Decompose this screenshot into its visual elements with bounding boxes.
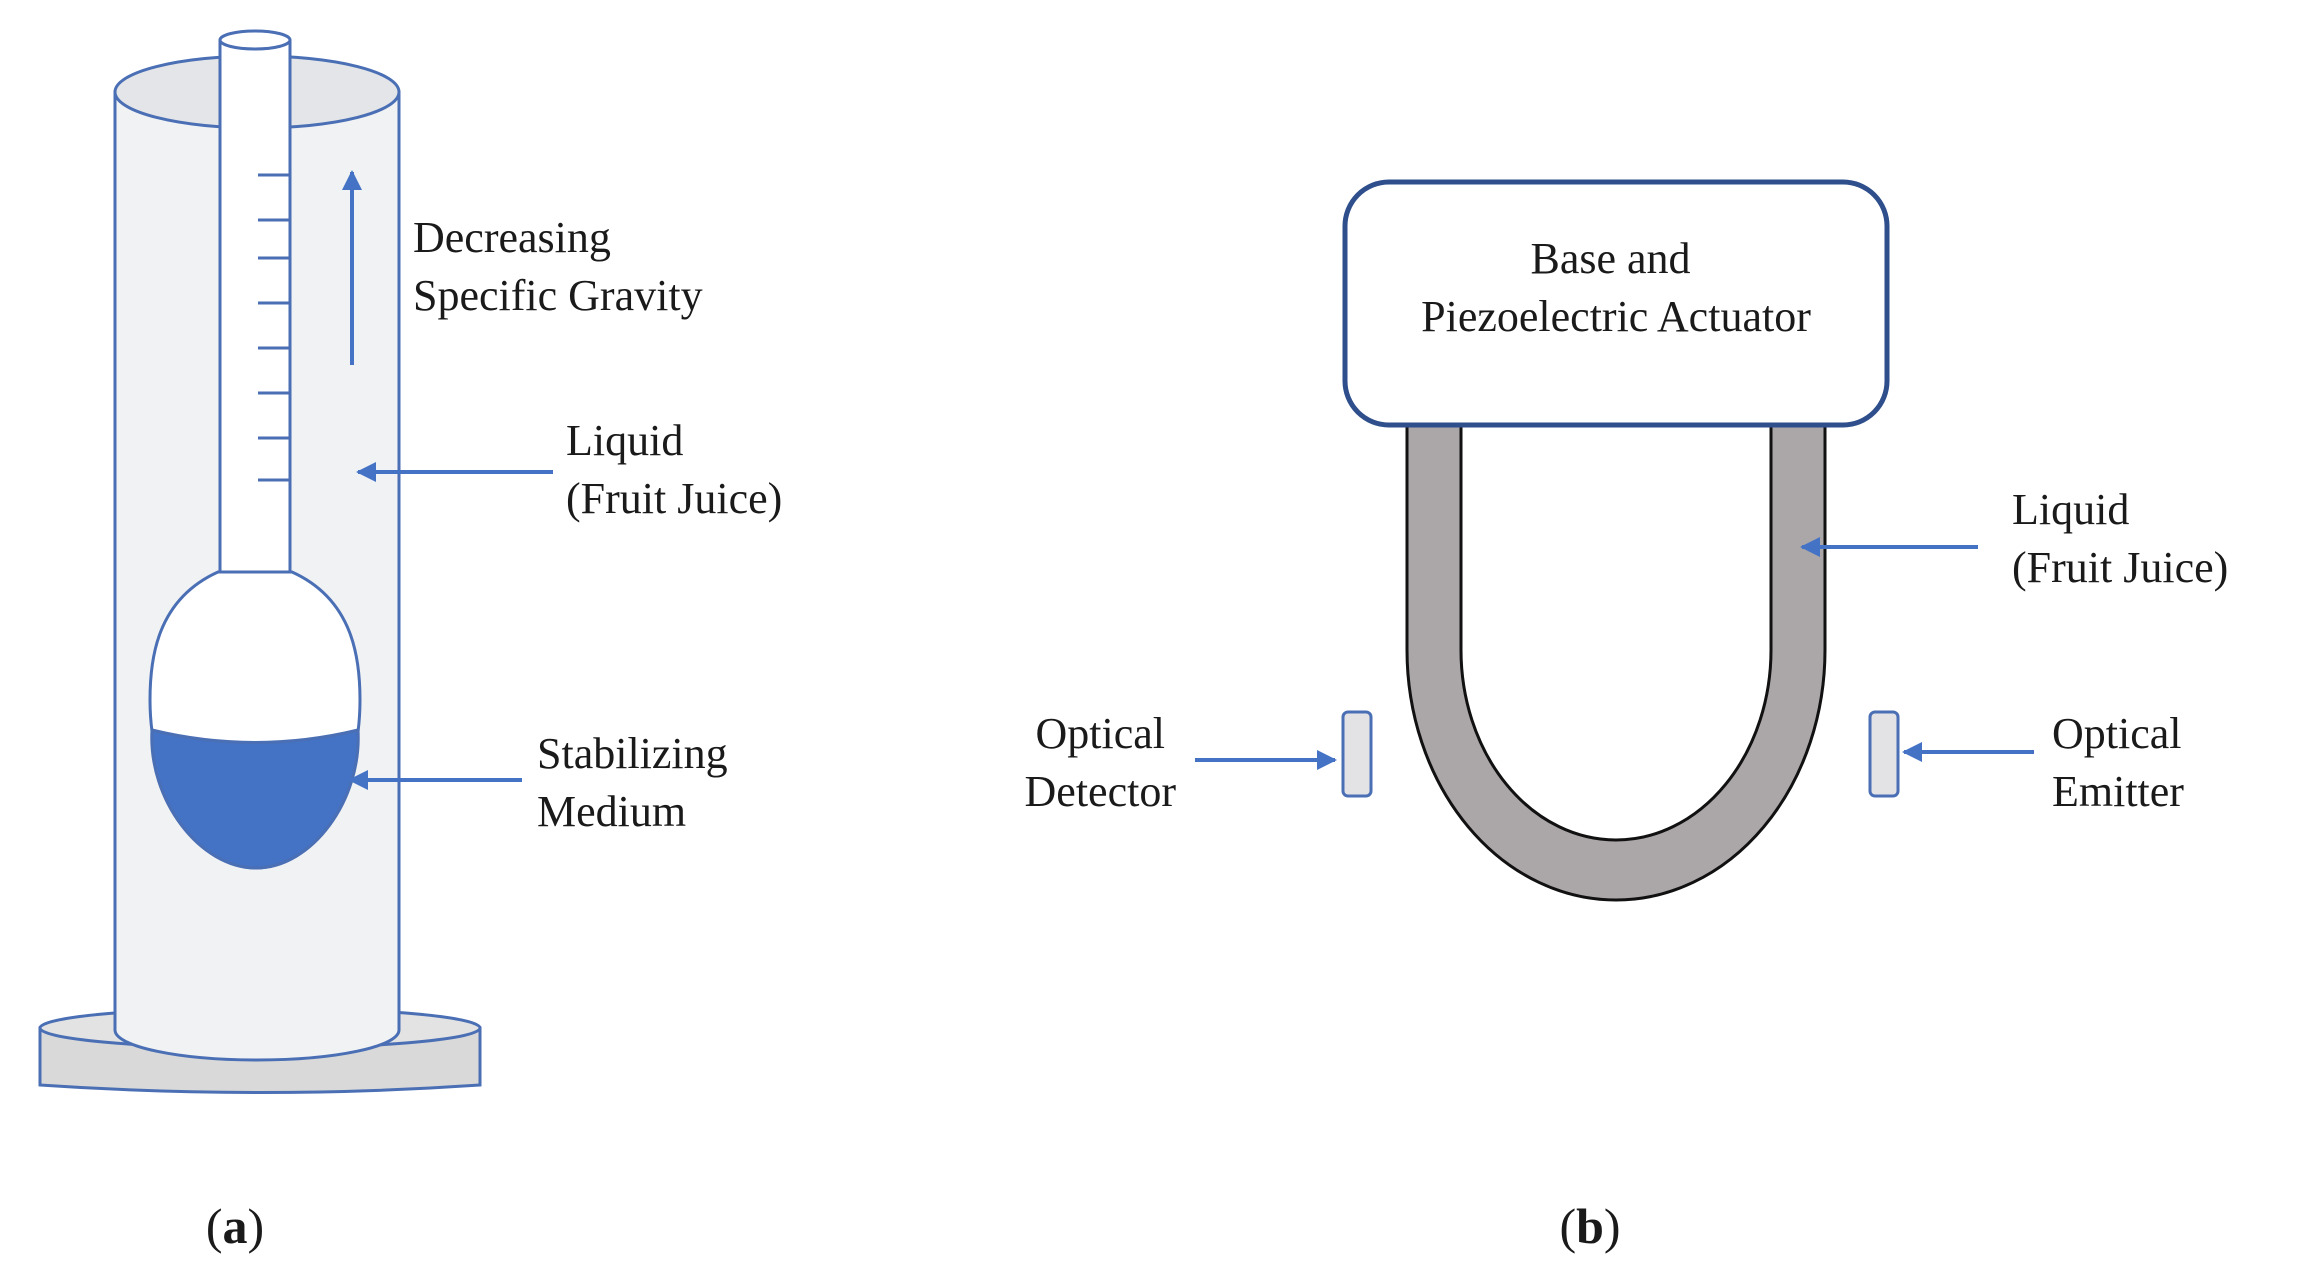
panel-label-a: (a) [206,1198,264,1254]
panel-b-u-tube: Base and Piezoelectric Actuator Liquid (… [1025,179,2228,1254]
label-stabilizing-medium: Stabilizing Medium [537,729,739,836]
stabilizing-medium-fill [150,728,360,870]
panel-label-b: (b) [1559,1198,1620,1254]
label-optical-detector: Optical Detector [1025,709,1177,816]
hydrometer-float [148,570,362,870]
optical-detector [1341,710,1373,798]
label-optical-emitter: Optical Emitter [2052,709,2193,816]
optical-emitter [1868,710,1900,798]
panel-a-hydrometer: Decreasing Specific Gravity Liquid (Frui… [38,29,782,1254]
label-decreasing-specific-gravity: Decreasing Specific Gravity [413,213,703,320]
label-liquid-a: Liquid (Fruit Juice) [566,416,782,523]
label-liquid-b: Liquid (Fruit Juice) [2012,485,2228,592]
scale-ticks [258,173,290,482]
base-actuator-box [1342,179,1890,428]
u-tube [1405,418,1827,902]
base-actuator-label: Base and Piezoelectric Actuator [1421,234,1811,341]
